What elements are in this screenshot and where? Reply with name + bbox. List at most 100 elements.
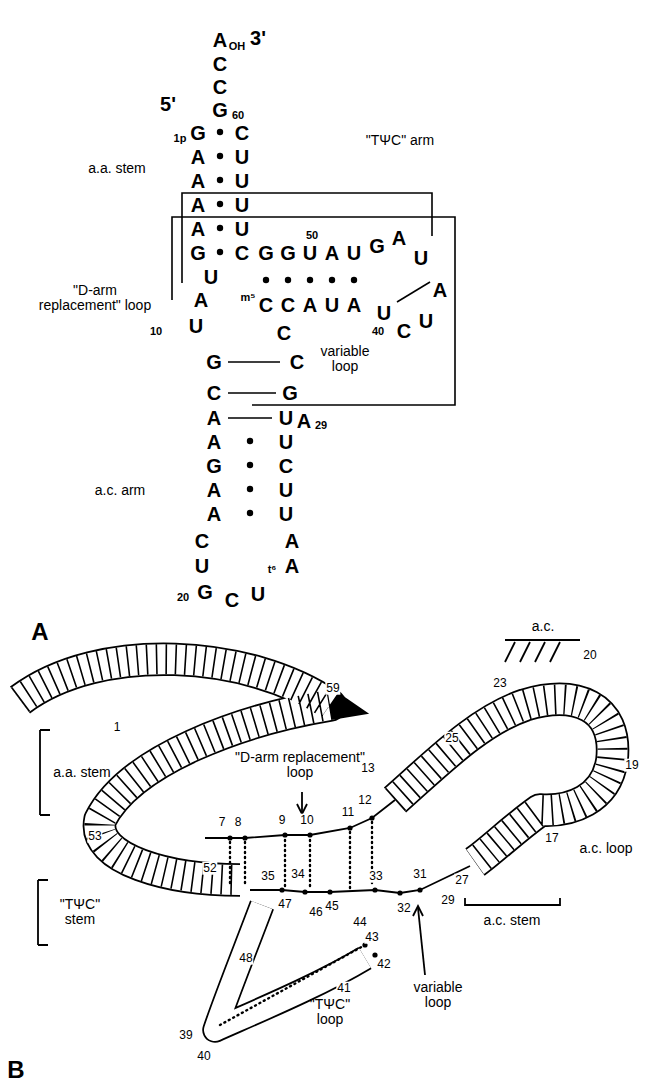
pair-dot [247,438,253,444]
pair-dot [217,153,223,159]
position-number: 17 [544,832,559,845]
nucleotide-letter: A [433,280,447,301]
small-index: 60 [232,110,244,122]
nucleotide-letter: A [285,531,299,552]
nucleotide-letter: U [279,504,293,525]
nucleotide-letter: U [279,408,293,429]
stem-bracket [40,730,50,815]
nucleotide-letter: U [235,171,249,192]
position-number: 7 [218,816,227,829]
dotted-line [230,822,372,888]
small-index: 10 [150,326,162,338]
nucleotide-letter: A [207,504,221,525]
part-label: "TΨC" arm [365,133,435,148]
nucleotide-letter: A [347,295,361,316]
part-label: a.c. loop [579,841,634,856]
nucleotide-letter: A [207,480,221,501]
nucleotide-letter: G [280,243,296,264]
base-pair-line [228,362,280,418]
part-label: "TΨC" loop [300,997,360,1026]
position-number: 1 [113,721,122,734]
pair-dot [217,225,223,231]
position-number: 44 [352,916,367,929]
position-number: 47 [277,898,292,911]
pair-dot [285,277,291,283]
nucleotide-letter: U [414,248,428,269]
nucleotide-letter: A [213,30,227,51]
position-number: 12 [357,794,372,807]
dotted-line [220,945,365,1025]
ribbon-outline [215,905,365,1030]
position-number: 20 [582,649,597,662]
nucleotide-letter: C [195,531,209,552]
nucleotide-letter: A [194,290,208,311]
nucleotide-letter: U [377,303,391,324]
nucleotide-dot [417,887,422,892]
nucleotide-letter: G [190,123,206,144]
bracket-line [182,193,432,283]
position-number: 59 [325,682,340,695]
part-label: a.c. arm [90,483,150,498]
nucleotide-letter: U [279,480,293,501]
nucleotide-letter: G [258,243,274,264]
small-index: 40 [372,326,384,338]
nucleotide-letter: C [290,352,304,373]
pointer-arrow [297,804,307,814]
nucleotide-letter: U [204,267,218,288]
pair-dot [217,177,223,183]
position-number: 19 [624,759,639,772]
nucleotide-letter: C [207,383,221,404]
position-number: 8 [234,816,243,829]
strand-line [250,866,470,893]
tertiary-dotted-lines [220,822,372,1025]
position-number: 29 [440,894,455,907]
pair-dot [247,510,253,516]
nucleotide-letter: C [397,321,411,342]
ribbon-fill [215,905,365,1030]
loop-line [397,282,430,302]
small-index: 20 [177,592,189,604]
stem-bracket [465,898,560,905]
pointer-arrow [418,908,425,975]
panel-letter: B [7,1057,24,1082]
nucleotide-letter: A [207,408,221,429]
nucleotide-letter: G [206,456,222,477]
ribbon-outline [395,700,613,862]
pair-dot [217,129,223,135]
nucleotide-dot [307,832,312,837]
nucleotide-letter: A [191,219,205,240]
nucleotide-letter: U [235,195,249,216]
position-number: 25 [444,732,459,745]
position-number: 9 [278,814,287,827]
nucleotide-dot [372,887,377,892]
position-number: 11 [341,806,355,819]
position-number: 42 [376,958,391,971]
nucleotide-letter: C [235,243,249,264]
position-number: 41 [336,982,351,995]
nucleotide-dot [242,835,247,840]
small-index: m⁵ [241,292,256,304]
position-number: 52 [202,862,217,875]
nucleotide-letter: C [235,123,249,144]
position-number: 35 [260,870,275,883]
bracket-line [172,217,455,405]
nucleotide-letter: U [279,432,293,453]
position-number: 33 [368,870,383,883]
nucleotide-dot [347,825,352,830]
nucleotide-letter: G [206,352,222,373]
part-label: a.c. [532,619,555,634]
nucleotide-letter: C [213,54,227,75]
pair-dot [247,486,253,492]
nucleotide-letter: G [282,383,298,404]
ribbon-fill [395,700,613,862]
part-label: "D-arm replacement" loop [35,283,155,312]
part-label: variable loop [310,344,380,373]
nucleotide-letter: 5' [160,94,176,115]
nucleotide-dot [282,832,287,837]
nucleotide-dot [397,890,402,895]
nucleotide-dots [227,815,422,957]
nucleotide-letter: A [392,228,406,249]
nucleotide-letter: G [212,100,228,121]
part-label: "TΨC" stem [45,897,115,926]
small-index: t⁶ [268,564,277,576]
